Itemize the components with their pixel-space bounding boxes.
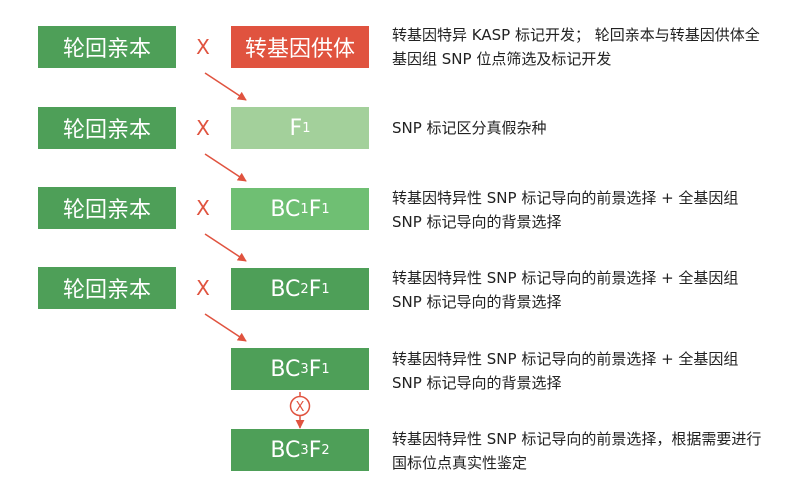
parent-box-1: 轮回亲本 [38, 26, 176, 68]
gen-sub: 3 [300, 442, 309, 458]
gen-sub: 1 [321, 201, 330, 217]
gen-prefix: BC [270, 437, 301, 463]
gen-sub: 1 [300, 201, 309, 217]
parent-label: 轮回亲本 [62, 278, 151, 303]
gen-prefix: BC [270, 356, 301, 382]
cross-mark-4: X [196, 276, 210, 300]
cross-mark-3: X [196, 196, 210, 220]
gen-sub: 1 [321, 281, 330, 297]
step-desc-4: 转基因特异性 SNP 标记导向的前景选择 + 全基因组 SNP 标记导向的背景选… [392, 269, 739, 311]
parent-label: 轮回亲本 [62, 37, 151, 62]
cross-arrow-3 [204, 233, 247, 262]
parent-box-3: 轮回亲本 [38, 187, 176, 229]
donor-box: 转基因供体 [231, 26, 369, 68]
gen-prefix: BC [270, 276, 301, 302]
gen-prefix: F [289, 115, 303, 141]
step-desc-3: 转基因特异性 SNP 标记导向的前景选择 + 全基因组 SNP 标记导向的背景选… [392, 189, 739, 231]
gen-prefix: F [308, 196, 322, 222]
donor-label: 转基因供体 [244, 37, 355, 62]
gen-sub: 3 [300, 361, 309, 377]
parent-label: 轮回亲本 [62, 118, 151, 143]
cross-arrow-1 [204, 72, 247, 101]
parent-label: 轮回亲本 [62, 198, 151, 223]
gen-sub: 1 [321, 361, 330, 377]
gen-prefix: F [308, 437, 322, 463]
gen-prefix: F [308, 276, 322, 302]
cross-arrow-2 [204, 153, 247, 182]
cross-arrow-4 [204, 313, 247, 342]
step-desc-5: 转基因特异性 SNP 标记导向的前景选择 + 全基因组 SNP 标记导向的背景选… [392, 350, 739, 392]
parent-box-2: 轮回亲本 [38, 107, 176, 149]
gen-sub: 2 [321, 442, 330, 458]
cross-mark-2: X [196, 116, 210, 140]
self-cross-circle [289, 395, 311, 417]
parent-box-4: 轮回亲本 [38, 267, 176, 309]
step-desc-2: SNP 标记区分真假杂种 [392, 119, 547, 137]
step-desc-1: 转基因特异 KASP 标记开发； 轮回亲本与转基因供体全基因组 SNP 位点筛选… [392, 26, 760, 68]
gen-prefix: BC [270, 196, 301, 222]
self-cross-mark: X [296, 400, 305, 415]
gen-sub: 2 [300, 281, 309, 297]
gen-prefix: F [308, 356, 322, 382]
gen-sub: 1 [302, 120, 311, 136]
step-desc-6: 转基因特异性 SNP 标记导向的前景选择，根据需要进行国标位点真实性鉴定 [392, 430, 762, 472]
cross-mark-1: X [196, 35, 210, 59]
